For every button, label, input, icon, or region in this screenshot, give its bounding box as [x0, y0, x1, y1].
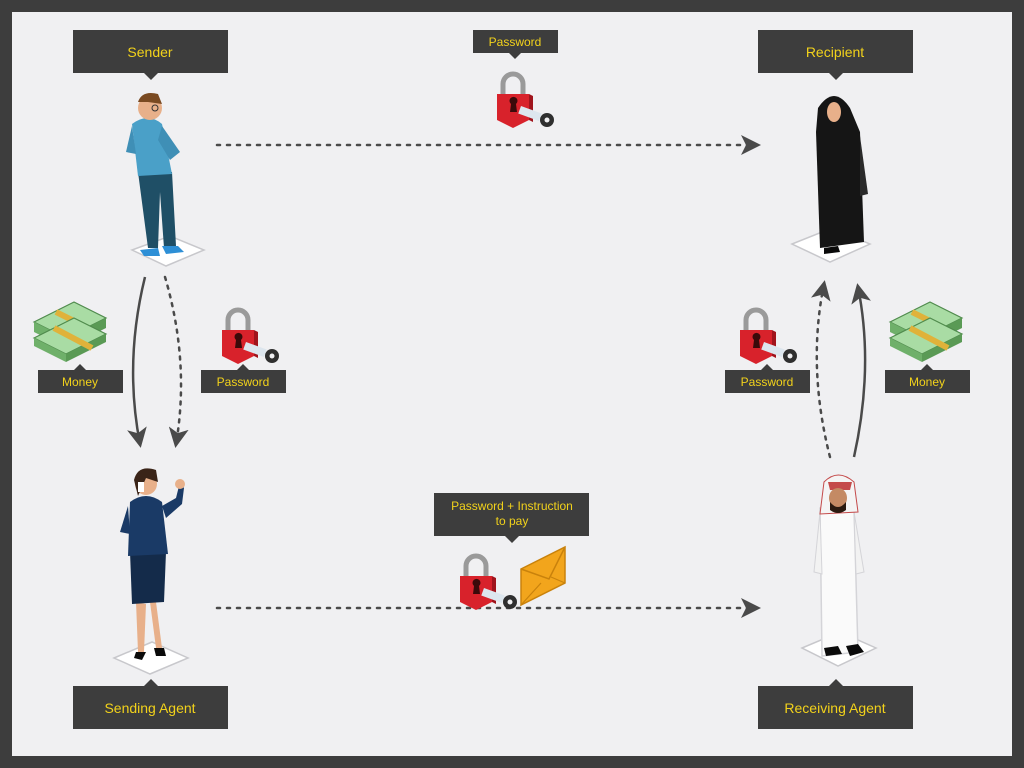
padlock-key-icon	[222, 307, 279, 364]
label-instruction-line1: Password + Instruction	[451, 499, 573, 513]
label-password-right-text: Password	[741, 375, 794, 389]
label-password-top-text: Password	[489, 35, 542, 49]
arrow-password-agent-to-recipient	[810, 280, 832, 459]
label-sending-agent: Sending Agent	[73, 679, 228, 729]
arrow-money-agent-to-recipient	[851, 283, 871, 458]
sender-figure	[126, 93, 206, 267]
diagram-canvas: Sender Recipient Sending Agent Receiving…	[12, 12, 1012, 756]
money-stack-icon	[32, 301, 108, 362]
receiving-agent-figure	[800, 474, 878, 667]
padlock-key-icon	[740, 307, 797, 364]
padlock-key-icon	[497, 71, 554, 128]
label-password-right: Password	[725, 364, 810, 393]
flow-arrows	[127, 135, 871, 618]
label-money-left-text: Money	[62, 375, 98, 389]
envelope-icon	[520, 545, 566, 607]
label-recipient-text: Recipient	[806, 44, 864, 60]
label-money-right: Money	[885, 364, 970, 393]
label-password-left-text: Password	[217, 375, 270, 389]
arrow-money-sender-to-agent	[127, 276, 147, 448]
label-sender: Sender	[73, 30, 228, 80]
label-instruction-line2: to pay	[496, 514, 529, 528]
label-recipient: Recipient	[758, 30, 913, 80]
label-instruction: Password + Instruction to pay	[434, 493, 589, 543]
label-money-right-text: Money	[909, 375, 945, 389]
label-password-top: Password	[473, 30, 558, 59]
padlock-key-icon	[460, 553, 517, 610]
label-money-left: Money	[38, 364, 123, 393]
arrow-password-sender-to-agent	[163, 275, 189, 448]
label-receiving-agent: Receiving Agent	[758, 679, 913, 729]
label-sending-agent-text: Sending Agent	[104, 700, 195, 716]
label-receiving-agent-text: Receiving Agent	[784, 700, 885, 716]
money-stack-icon	[888, 301, 964, 362]
money-transfer-diagram: Sender Recipient Sending Agent Receiving…	[32, 30, 970, 729]
label-password-left: Password	[201, 364, 286, 393]
recipient-figure	[790, 96, 872, 263]
label-sender-text: Sender	[127, 44, 172, 60]
sending-agent-figure	[112, 468, 190, 675]
